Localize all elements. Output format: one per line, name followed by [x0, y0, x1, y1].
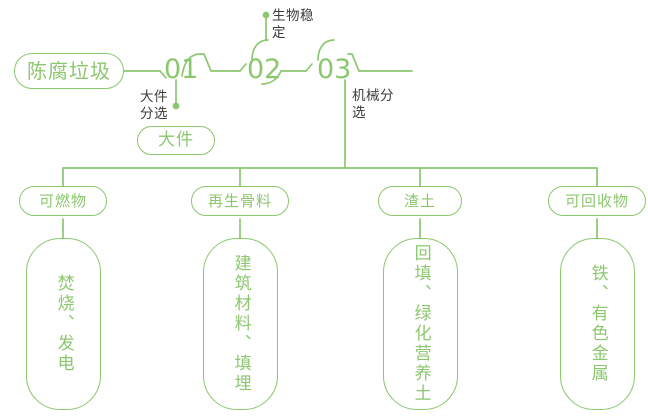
stage-number-02[interactable]: 02: [247, 54, 282, 85]
output-box-3-text: 回填、绿化营养土: [410, 244, 431, 404]
category-pill-2[interactable]: 再生骨料: [191, 186, 289, 216]
dip-into-03: [305, 63, 313, 72]
output-box-4-text: 铁、有色金属: [587, 264, 608, 384]
category-pill-3[interactable]: 渣土: [378, 186, 462, 216]
output-box-3[interactable]: 回填、绿化营养土: [383, 238, 458, 410]
tail-after-03: [347, 53, 413, 72]
output-box-1[interactable]: 焚烧、发电: [26, 238, 101, 410]
node-source-waste[interactable]: 陈腐垃圾: [14, 53, 124, 89]
node-source-waste-label: 陈腐垃圾: [27, 59, 111, 83]
category-pill-3-label: 渣土: [403, 191, 436, 210]
node-output-bulky-label: 大件: [158, 130, 194, 150]
stage-label-03: 机械分选: [352, 88, 394, 122]
node-output-bulky[interactable]: 大件: [137, 126, 215, 155]
output-box-1-text: 焚烧、发电: [53, 274, 74, 374]
dot-01-output: [172, 102, 180, 110]
link-01-to-02: [199, 53, 241, 72]
category-pill-1[interactable]: 可燃物: [19, 186, 107, 216]
category-pill-4[interactable]: 可回收物: [548, 186, 646, 216]
dip-into-02: [239, 63, 247, 72]
stage-number-01[interactable]: 01: [164, 54, 199, 85]
category-pill-4-label: 可回收物: [564, 191, 629, 210]
stage-label-02: 生物稳定: [272, 8, 314, 42]
link-source-to-01: [123, 70, 167, 79]
category-pill-2-label: 再生骨料: [207, 191, 272, 210]
stage-label-01: 大件分选: [140, 89, 168, 123]
output-box-4[interactable]: 铁、有色金属: [560, 238, 635, 410]
category-pill-1-label: 可燃物: [38, 191, 87, 210]
output-box-2-text: 建筑材料、填埋: [230, 254, 251, 394]
stage-number-03[interactable]: 03: [317, 54, 352, 85]
output-box-2[interactable]: 建筑材料、填埋: [203, 238, 278, 410]
dot-02-output: [262, 11, 270, 19]
